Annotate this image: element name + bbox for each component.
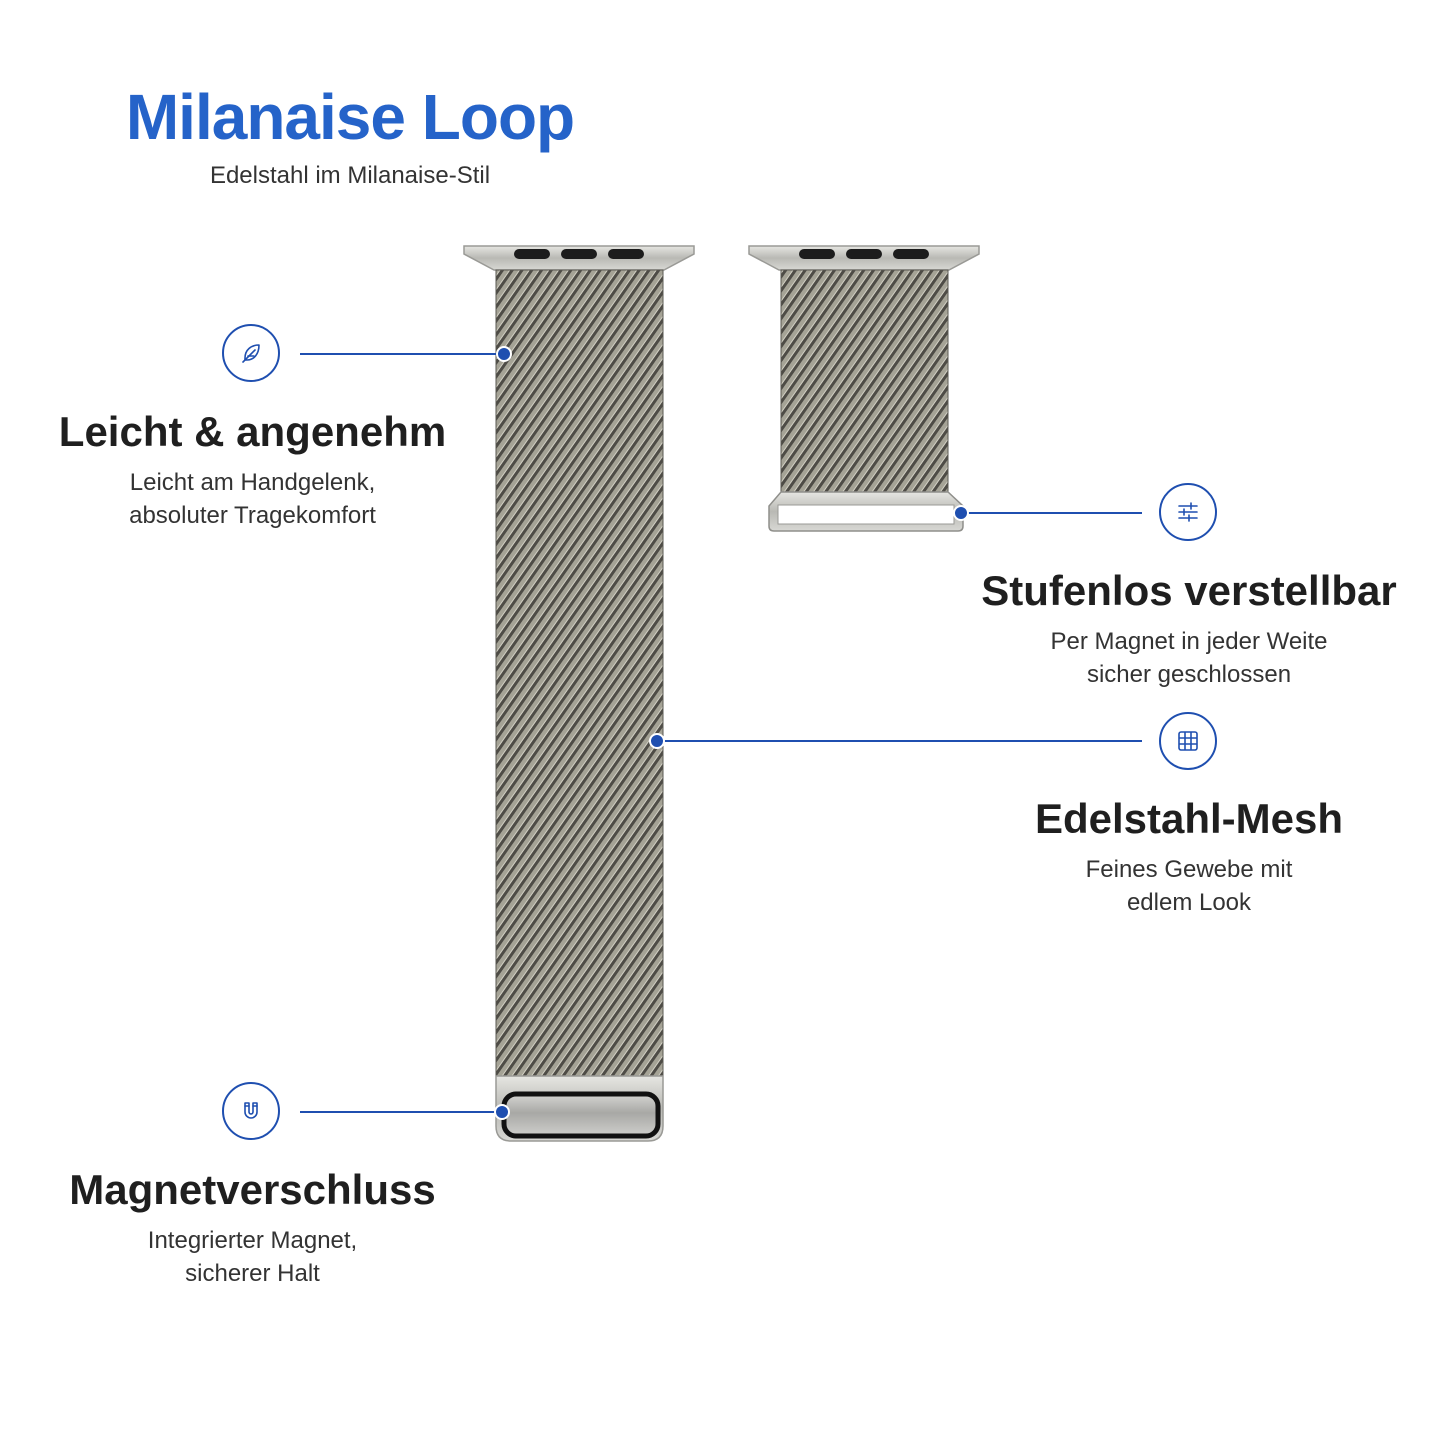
short-band-mesh (781, 270, 948, 494)
lug-slot (893, 249, 929, 259)
feature-desc-line: absoluter Tragekomfort (129, 502, 376, 529)
feature-desc-mesh: Feines Gewebe mit edlem Look (955, 853, 1423, 919)
feature-desc-line: Per Magnet in jeder Weite (1050, 628, 1328, 655)
leader-line-stufenlos (963, 512, 1142, 514)
feature-title-mesh: Edelstahl-Mesh (1034, 795, 1344, 842)
feather-icon (242, 344, 260, 363)
magnet-insert (501, 1091, 661, 1139)
lug-slot (608, 249, 644, 259)
feature-title-leicht: Leicht & angenehm (58, 408, 447, 455)
anchor-dot-magnet (494, 1104, 510, 1120)
feature-desc-leicht: Leicht am Handgelenk, absoluter Tragekom… (20, 466, 485, 532)
loop-buckle-opening (777, 504, 955, 525)
feature-icon-magnet (222, 1082, 280, 1140)
short-band (748, 245, 980, 532)
leader-line-magnet (300, 1111, 502, 1113)
page-subtitle: Edelstahl im Milanaise-Stil (209, 162, 491, 189)
feature-icon-mesh (1159, 712, 1217, 770)
anchor-dot-leicht (496, 346, 512, 362)
feature-desc-magnet: Integrierter Magnet, sicherer Halt (20, 1224, 485, 1290)
feature-title-stufenlos: Stufenlos verstellbar (981, 567, 1397, 614)
sliders-icon (1178, 502, 1198, 522)
lug-slot (561, 249, 597, 259)
feature-desc-stufenlos: Per Magnet in jeder Weite sicher geschlo… (955, 625, 1423, 691)
feature-desc-line: Integrierter Magnet, (147, 1227, 358, 1254)
feature-icon-leicht (222, 324, 280, 382)
anchor-dot-mesh (649, 733, 665, 749)
lug-slot (799, 249, 835, 259)
feature-desc-line: sicherer Halt (185, 1260, 320, 1287)
long-band (463, 245, 695, 1142)
lug-slot (846, 249, 882, 259)
leader-line-mesh (663, 740, 1142, 742)
feature-desc-line: edlem Look (1126, 889, 1252, 916)
anchor-dot-stufenlos (953, 505, 969, 521)
grid-icon (1178, 731, 1198, 751)
feature-icon-stufenlos (1159, 483, 1217, 541)
feature-desc-line: sicher geschlossen (1086, 661, 1292, 688)
feature-desc-line: Feines Gewebe mit (1085, 856, 1293, 883)
feature-desc-line: Leicht am Handgelenk, (129, 469, 376, 496)
magnet-icon (244, 1102, 258, 1119)
lug-slot (514, 249, 550, 259)
feature-title-magnet: Magnetverschluss (69, 1166, 436, 1213)
page-title: Milanaise Loop (125, 81, 575, 153)
leader-line-leicht (300, 353, 502, 355)
long-band-mesh (496, 270, 663, 1078)
